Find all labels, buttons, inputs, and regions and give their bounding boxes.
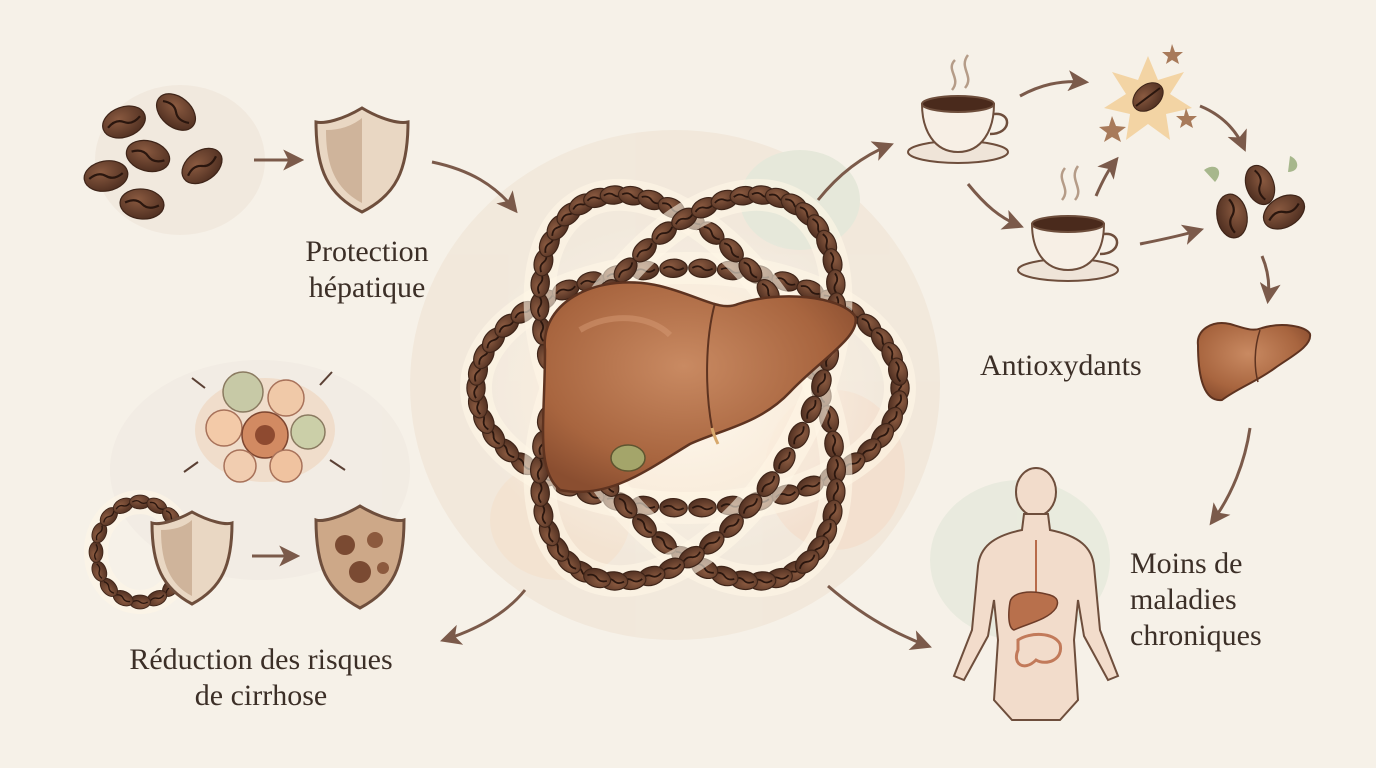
arrow-liver-to-cup [816,141,894,201]
arrow-liver-to-secondcup [966,183,1024,230]
damaged-cells-icon [183,371,346,483]
arrow-center-to-body [827,584,932,651]
arrow-beans-to-liver [1259,255,1281,305]
label-line: chroniques [1130,619,1262,652]
coffee-bean [658,497,689,519]
arrow-cup-to-star-2 [1094,156,1119,197]
antioxidant-star-icon [1099,44,1197,142]
coffee-cup-icon [1017,165,1119,282]
label-line: de cirrhose [194,679,328,712]
coffee-bean [658,257,689,279]
shield-icon [150,510,234,606]
coffee-beans-icon [1204,156,1312,242]
arrow-cup-to-beans [1139,224,1205,246]
damaged-shield-icon [314,504,406,610]
coffee-bean [687,257,718,279]
label-line: Moins de [1130,547,1243,580]
label-antioxydants: Antioxydants [980,348,1180,384]
coffee-cup-icon [907,54,1009,164]
coffee-bean [687,497,718,519]
label-protection-hepatique: Protection hépatique [272,234,462,306]
arrow-star-to-beans [1199,104,1247,152]
arrow-shield-to-liver [431,160,518,214]
label-reduction-cirrhose: Réduction des risques de cirrhose [96,642,426,714]
liver-icon [541,281,857,494]
arrow-cup-to-star [1019,70,1090,98]
label-line: maladies [1130,583,1237,616]
label-line: Réduction des risques [129,643,393,676]
label-maladies-chroniques: Moins de maladies chroniques [1130,546,1310,654]
coffee-bean [88,541,104,563]
human-body-icon [952,467,1120,721]
arrow-liver-to-cirrhose [440,589,527,645]
small-liver-icon [1196,322,1312,402]
label-line: Antioxydants [980,349,1142,382]
shield-icon [314,106,410,214]
label-line: hépatique [308,271,426,304]
label-line: Protection [305,235,429,268]
arrow-liver-to-body [1209,427,1252,526]
